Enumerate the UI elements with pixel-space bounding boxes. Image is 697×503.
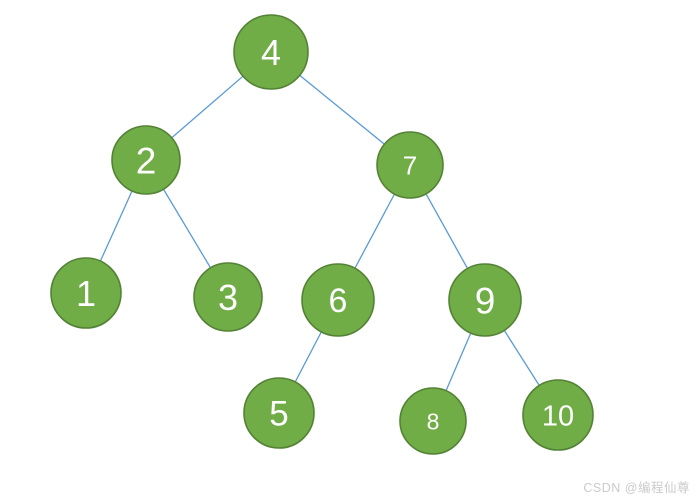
node-circle [50, 257, 122, 329]
tree-node-7: 7 [376, 131, 444, 199]
node-circle [376, 131, 444, 199]
node-label: 3 [218, 277, 238, 318]
tree-node-6: 6 [301, 263, 375, 337]
node-label: 1 [76, 273, 96, 314]
tree-node-2: 2 [111, 125, 181, 195]
tree-node-3: 3 [193, 262, 263, 332]
node-label: 2 [136, 140, 157, 181]
watermark: CSDN @编程仙尊 [583, 481, 690, 495]
node-label: 7 [403, 150, 417, 180]
tree-node-1: 1 [50, 257, 122, 329]
node-label: 9 [475, 280, 496, 321]
node-label: 8 [427, 408, 440, 434]
node-circle [399, 387, 467, 455]
node-label: 5 [269, 395, 288, 434]
tree-node-4: 4 [233, 14, 309, 90]
node-label: 10 [542, 400, 574, 432]
node-circle [193, 262, 263, 332]
node-label: 6 [329, 282, 348, 320]
node-circle [522, 379, 594, 451]
node-label: 4 [261, 32, 281, 73]
tree-node-10: 10 [522, 379, 594, 451]
node-circle [243, 377, 315, 449]
node-circle [111, 125, 181, 195]
node-circle [301, 263, 375, 337]
node-circle [448, 263, 522, 337]
tree-node-9: 9 [448, 263, 522, 337]
node-circle [233, 14, 309, 90]
tree-node-8: 8 [399, 387, 467, 455]
tree-node-5: 5 [243, 377, 315, 449]
